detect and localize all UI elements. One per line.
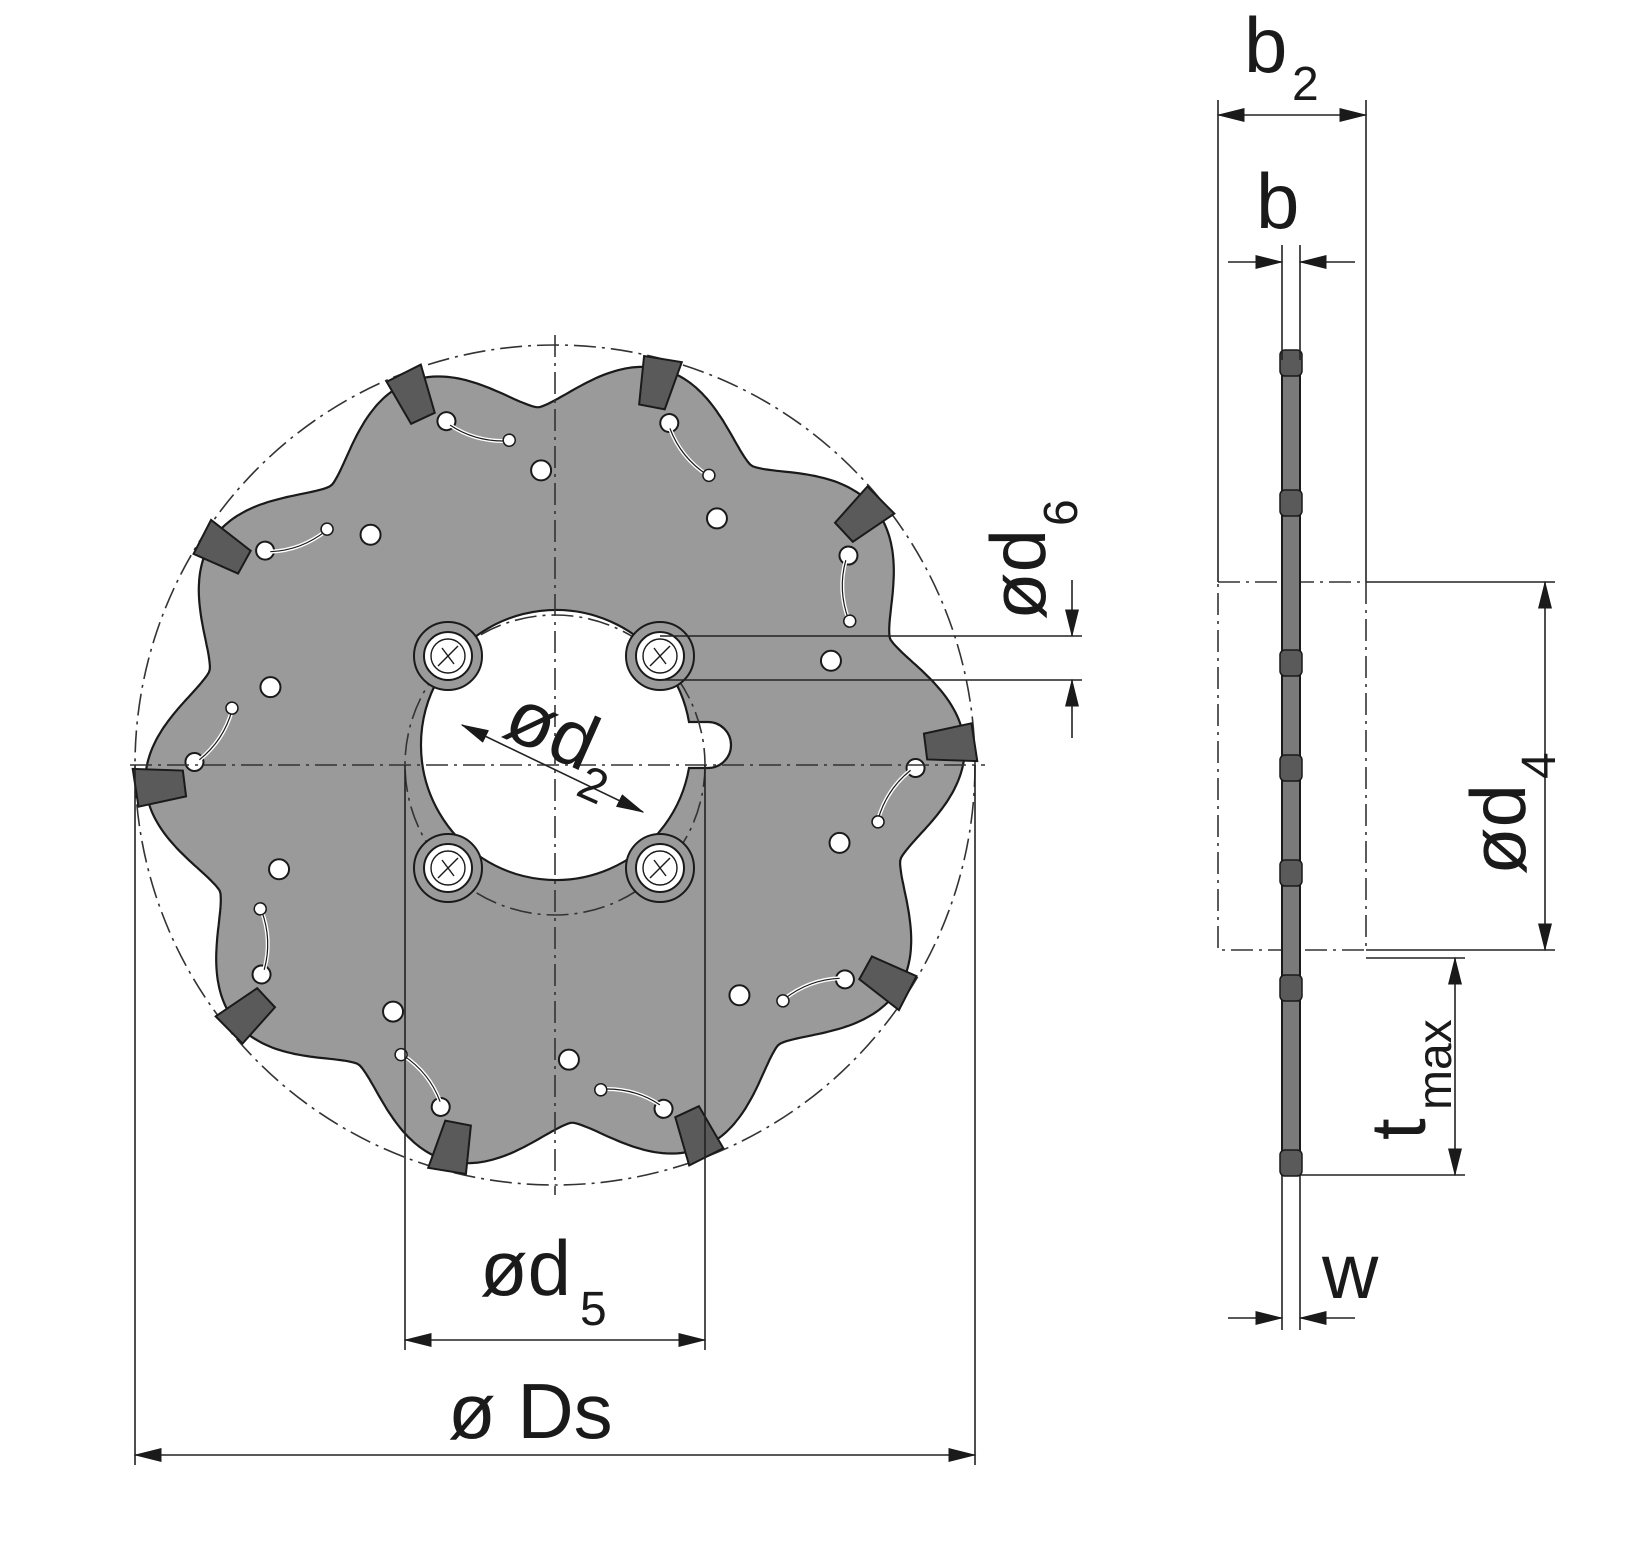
chip-hole bbox=[359, 523, 382, 546]
chip-hole bbox=[557, 1048, 580, 1071]
chip-hole bbox=[530, 459, 553, 482]
chip-hole bbox=[268, 858, 291, 881]
chip-hole bbox=[828, 831, 851, 854]
b2-label: b 2 bbox=[1244, 1, 1319, 111]
side-view: b 2 b ød 4 t max w bbox=[1216, 1, 1566, 1330]
clamp-hook bbox=[594, 1083, 662, 1107]
chip-hole bbox=[819, 649, 842, 672]
svg-text:t: t bbox=[1354, 1118, 1442, 1140]
clamp-hook bbox=[840, 559, 857, 628]
clamp-hook bbox=[253, 902, 270, 971]
svg-text:ød: ød bbox=[974, 529, 1062, 620]
clamp-hook bbox=[776, 976, 840, 1008]
chip-hole bbox=[705, 507, 728, 530]
side-tooth-segment bbox=[1279, 974, 1303, 1002]
side-tooth-segment bbox=[1279, 859, 1303, 887]
side-tooth-segment bbox=[1279, 754, 1303, 782]
chip-holes bbox=[259, 459, 851, 1071]
ds-label: ø Ds bbox=[448, 1367, 613, 1455]
clamp-hook bbox=[270, 522, 334, 554]
screw-head-icon bbox=[625, 833, 695, 903]
screw-head-icon bbox=[413, 833, 483, 903]
clamp-hooks bbox=[198, 423, 912, 1107]
side-tooth-segment bbox=[1279, 489, 1303, 517]
b-label: b bbox=[1256, 157, 1299, 245]
svg-text:ød: ød bbox=[1454, 784, 1542, 875]
w-label: w bbox=[1321, 1227, 1379, 1315]
cutting-insert-icon bbox=[905, 722, 979, 779]
svg-text:max: max bbox=[1409, 1019, 1462, 1110]
side-tooth-segment bbox=[1279, 649, 1303, 677]
cutting-insert-icon bbox=[131, 751, 205, 808]
cutting-insert-icon bbox=[192, 518, 276, 575]
d5-label: ød 5 bbox=[480, 1224, 607, 1336]
cutting-insert-icon bbox=[214, 964, 277, 1045]
mounting-screws bbox=[413, 621, 695, 903]
screw-head-icon bbox=[625, 621, 695, 691]
chip-hole bbox=[382, 1000, 405, 1023]
clamp-hook bbox=[668, 427, 716, 483]
front-view: ød 2 ød 6 ød 5 ø Ds bbox=[130, 335, 1088, 1465]
cutting-insert-icon bbox=[833, 485, 896, 566]
chip-hole bbox=[259, 676, 282, 699]
d6-label: ød 6 bbox=[974, 499, 1088, 620]
clamp-hook bbox=[871, 768, 912, 829]
tmax-label: t max bbox=[1354, 1019, 1462, 1140]
cutting-insert-icon bbox=[426, 1096, 472, 1176]
cutting-insert-icon bbox=[638, 354, 684, 434]
svg-text:ød: ød bbox=[480, 1224, 571, 1312]
cutting-inserts bbox=[131, 354, 979, 1176]
d2-dimension-line bbox=[460, 724, 645, 813]
svg-text:5: 5 bbox=[580, 1283, 607, 1336]
side-tooth-segment bbox=[1279, 349, 1303, 377]
side-tooth-segment bbox=[1279, 1149, 1303, 1177]
clamp-hook bbox=[198, 701, 239, 762]
cutting-insert-icon bbox=[834, 955, 918, 1012]
chip-hole bbox=[728, 984, 751, 1007]
svg-text:4: 4 bbox=[1513, 752, 1566, 779]
svg-text:b: b bbox=[1244, 1, 1287, 89]
clamp-hook bbox=[448, 423, 516, 447]
side-tooth-segments bbox=[1279, 349, 1303, 1177]
screw-head-icon bbox=[413, 621, 483, 691]
svg-text:6: 6 bbox=[1035, 499, 1088, 526]
clamp-hook bbox=[394, 1047, 442, 1103]
svg-text:2: 2 bbox=[1292, 58, 1319, 111]
d4-label: ød 4 bbox=[1454, 752, 1566, 875]
